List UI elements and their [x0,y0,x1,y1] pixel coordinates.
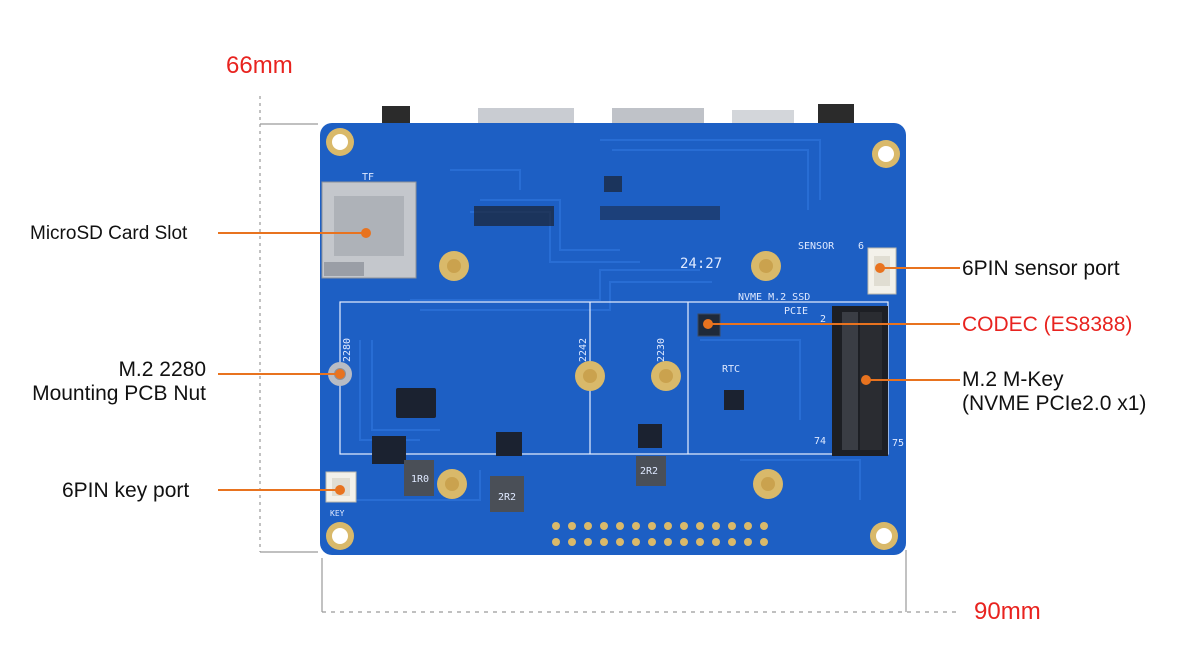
callout-sensor-port: 6PIN sensor port [962,257,1120,280]
callout-mkey: M.2 M-Key (NVME PCIe2.0 x1) [962,368,1146,416]
standoff-pads [437,251,783,499]
silk-inductor-3: 2R2 [640,466,658,477]
silk-pin-75: 75 [892,438,904,449]
silk-pin-74: 74 [814,436,826,447]
callout-key-port: 6PIN key port [62,479,190,502]
silk-2242: 2242 [578,338,589,362]
width-dimension-label: 90mm [974,598,1041,625]
callout-mkey-line1: M.2 M-Key [962,368,1064,391]
silk-pcie: PCIE [784,306,808,317]
silk-date-code: 24:27 [680,256,722,272]
silk-2280: 2280 [342,338,353,362]
callout-codec: CODEC (ES8388) [962,313,1133,336]
callout-m2-nut: M.2 2280 Mounting PCB Nut [0,358,206,406]
pcb-board [320,123,906,555]
callout-microsd: MicroSD Card Slot [30,223,188,244]
leader-dots [335,228,885,495]
callout-mkey-line2: (NVME PCIe2.0 x1) [962,392,1147,415]
silkscreen-text: TF SENSOR 6 NVME M.2 SSD PCIE RTC 24:27 … [330,172,904,518]
silk-sensor: SENSOR [798,241,835,252]
height-dimension-label: 66mm [226,52,293,79]
silk-pin-2: 2 [820,314,826,325]
mounting-holes [326,128,900,550]
silk-inductor-2: 2R2 [498,492,516,503]
callout-m2-nut-line1: M.2 2280 [118,358,206,381]
silk-sensor-pin: 6 [858,241,864,252]
silk-key: KEY [330,509,345,518]
leader-lines [218,232,960,491]
silk-rtc: RTC [722,364,740,375]
misc-components [372,176,744,512]
silk-2230: 2230 [656,338,667,362]
pcb-traces [340,139,861,501]
gpio-header [552,522,768,546]
silk-tf: TF [362,172,374,183]
dimension-guides [259,96,960,613]
silk-inductor-1: 1R0 [411,474,429,485]
silk-nvme: NVME M.2 SSD [738,292,810,303]
callout-m2-nut-line2: Mounting PCB Nut [32,382,206,405]
